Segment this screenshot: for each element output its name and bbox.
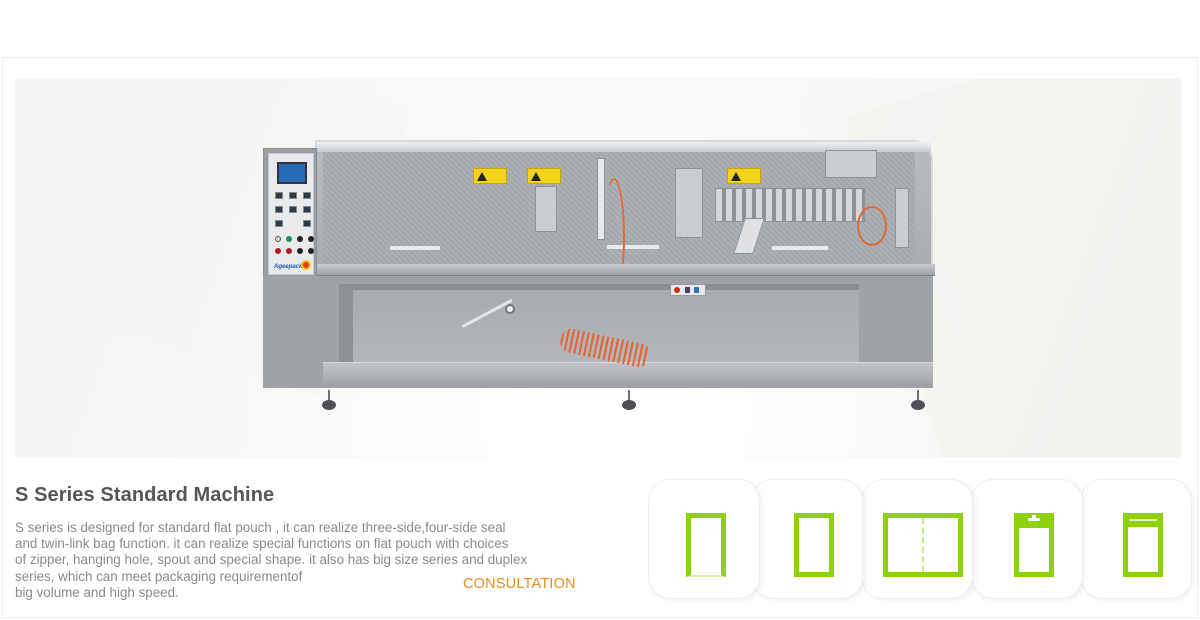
control-buttons-row — [275, 206, 311, 213]
product-description: S series is designed for standard flat p… — [15, 520, 535, 601]
sealing-unit — [535, 186, 557, 232]
warning-label-icon — [473, 168, 507, 184]
film-roller-icon — [505, 304, 515, 314]
description-line: and twin-link bag function. it can reali… — [15, 536, 509, 552]
pouch-type-list — [648, 479, 1193, 599]
packaging-machine-illustration: Ageepack — [15, 78, 1181, 458]
machine-brand-logo: Ageepack — [274, 264, 303, 270]
warning-label-icon — [727, 168, 761, 184]
control-knobs — [275, 248, 314, 254]
control-knobs — [275, 236, 314, 242]
description-line: S series is designed for standard flat p… — [15, 520, 506, 535]
control-panel-face: Ageepack — [268, 153, 314, 275]
machine-foot — [911, 390, 925, 410]
pouch-type-three-side-seal[interactable] — [648, 479, 760, 599]
pouch-type-zipper[interactable] — [1080, 479, 1192, 599]
machine-glass-cover — [317, 142, 931, 152]
guide-rail — [772, 246, 828, 250]
switch-box — [670, 284, 706, 296]
pouch-type-twin-link[interactable] — [861, 479, 973, 599]
control-buttons-row — [275, 220, 311, 227]
control-buttons-row — [275, 192, 311, 199]
description-line: big volume and high speed. — [15, 584, 179, 600]
pouch-type-hanging-hole[interactable] — [971, 479, 1083, 599]
pouch-type-four-side-seal[interactable] — [751, 479, 863, 599]
description-line: of zipper, hanging hole, spout and speci… — [15, 552, 528, 568]
hmi-screen — [277, 162, 307, 184]
product-title: S Series Standard Machine — [15, 484, 275, 506]
emergency-stop-icon — [301, 260, 311, 270]
four-side-seal-pouch-icon — [794, 513, 834, 577]
product-card: Ageepack S Series Standard Mach — [2, 57, 1198, 618]
zipper-strip — [1128, 513, 1158, 527]
machine-foot — [622, 390, 636, 410]
warning-label-icon — [527, 168, 561, 184]
machine-base — [263, 276, 933, 388]
guide-rail — [390, 246, 440, 250]
description-line: series, which can meet packaging require… — [15, 568, 303, 584]
forming-unit — [675, 168, 703, 238]
machine-foot — [322, 390, 336, 410]
three-side-seal-pouch-icon — [686, 513, 726, 577]
consultation-link[interactable]: CONSULTATION — [463, 576, 576, 592]
sealing-jaws — [715, 188, 865, 222]
hanging-hole — [1019, 513, 1049, 528]
twin-link-pouch-icon — [883, 513, 963, 577]
machine-deck — [315, 264, 935, 276]
discharge-unit — [895, 188, 909, 248]
guide-rail — [607, 245, 659, 249]
cutting-unit — [825, 150, 877, 178]
air-hose — [603, 178, 625, 296]
air-hose — [857, 206, 887, 246]
hanging-hole-pouch-icon — [1014, 513, 1054, 577]
product-image: Ageepack — [15, 78, 1181, 458]
zipper-pouch-icon — [1123, 513, 1163, 577]
